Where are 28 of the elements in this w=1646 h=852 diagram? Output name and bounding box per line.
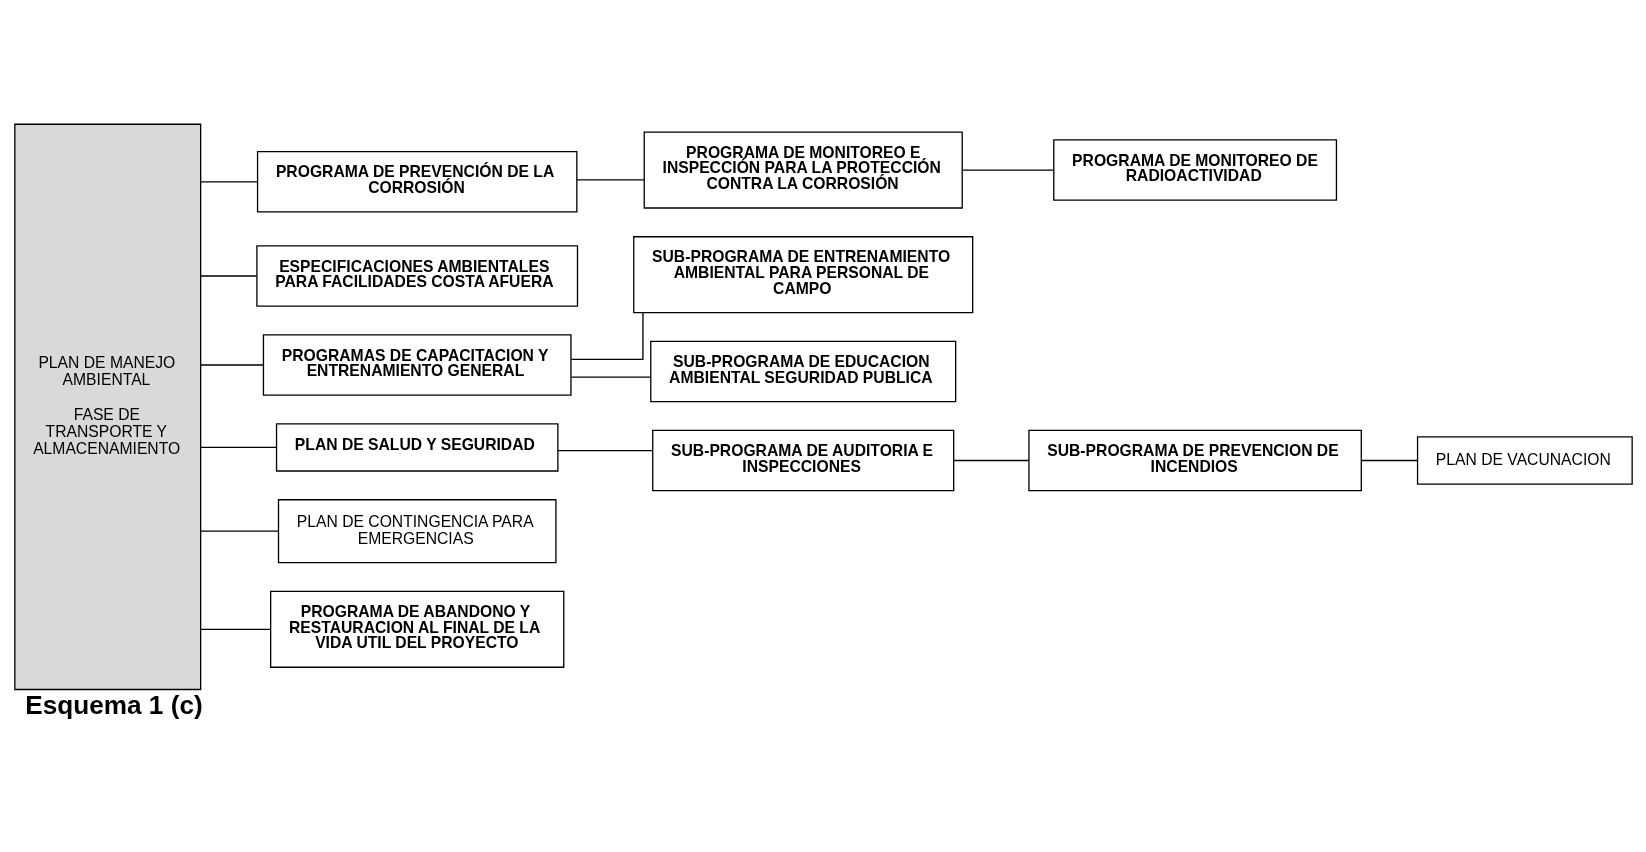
connector [570, 376, 651, 378]
connector [199, 180, 258, 182]
connector [199, 628, 271, 630]
connector [199, 274, 257, 277]
node-box: SUB-PROGRAMA DE PREVENCION DE INCENDIOS [1027, 429, 1362, 491]
caption: Esquema 1 (c) [24, 689, 203, 720]
connector [575, 178, 645, 180]
node-box: PLAN DE SALUD Y SEGURIDAD [275, 422, 559, 472]
connector [570, 311, 644, 360]
node-box: PLAN DE CONTINGENCIA PARA EMERGENCIAS [277, 498, 557, 563]
node-box: PLAN DE VACUNACION [1416, 435, 1633, 485]
node-box: PLAN DE MANEJO AMBIENTAL FASE DE TRANSPORTE Y ALMACENAMIENTO [13, 123, 201, 690]
node-box: SUB-PROGRAMA DE ENTRENAMIENTO AMBIENTAL PARA PERSONAL DE CAMPO [632, 235, 973, 313]
node-box: SUB-PROGRAMA DE EDUCACION AMBIENTAL SEGURIDAD PUBLICA [649, 340, 956, 402]
connector [557, 449, 653, 451]
node-box: ESPECIFICACIONES AMBIENTALES PARA FACILIDADES COSTA AFUERA [255, 244, 578, 307]
connector [1360, 459, 1418, 461]
connector [961, 168, 1054, 171]
connector [199, 363, 264, 366]
connector [199, 446, 277, 448]
node-box: PROGRAMA DE ABANDONO Y RESTAURACION AL FINAL DE LA VIDA UTIL DEL PROYECTO [269, 590, 564, 668]
connector [953, 459, 1030, 461]
node-box: PROGRAMA DE MONITOREO E INSPECCIÓN PARA LA PROTECCIÓN CONTRA LA CORROSIÓN [643, 130, 963, 209]
node-box: PROGRAMAS DE CAPACITACION Y ENTRENAMIENTO GENERAL [262, 333, 572, 396]
node-box: PROGRAMA DE PREVENCIÓN DE LA CORROSIÓN [256, 150, 577, 213]
connector [199, 530, 279, 532]
node-box: PROGRAMA DE MONITOREO DE RADIOACTIVIDAD [1052, 138, 1337, 201]
node-box: SUB-PROGRAMA DE AUDITORIA E INSPECCIONES [651, 429, 954, 491]
